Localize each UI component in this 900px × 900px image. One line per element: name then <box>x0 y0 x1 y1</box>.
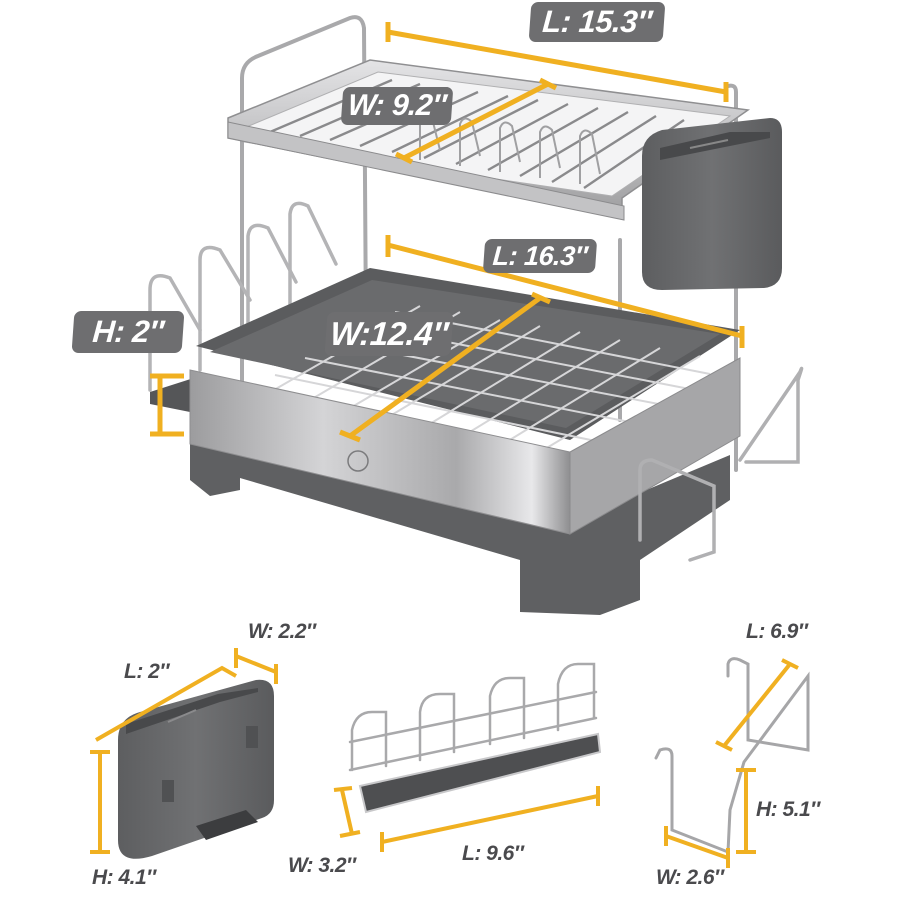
bottom-tier-length-label: L: 16.3″ <box>482 239 598 273</box>
dimension-lines-utensil-holder <box>90 648 278 854</box>
cup-holder-width-label: W: 2.6″ <box>656 866 724 889</box>
dimension-lines-cup-holder <box>664 658 799 868</box>
dimension-lines-main <box>150 22 745 443</box>
cup-holder-wire <box>638 366 804 562</box>
bottom-tier-height-label: H: 2″ <box>71 311 185 353</box>
cup-holder-height-label: H: 5.1″ <box>756 798 820 821</box>
utensil-holder-height-label: H: 4.1″ <box>92 866 156 889</box>
dimension-lines-board-holder <box>333 786 600 852</box>
board-holder-length-label: L: 9.6″ <box>462 842 524 865</box>
plate-holder-wires <box>148 201 338 392</box>
top-tier <box>227 59 751 221</box>
cup-holder-length-label: L: 6.9″ <box>746 620 808 643</box>
top-tier-width-label: W: 9.2″ <box>340 87 454 125</box>
brand-logo-icon <box>347 450 369 472</box>
cutting-board-holder <box>348 662 602 814</box>
cup-holder-hook <box>654 657 810 855</box>
bottom-tier-width-label: W:12.4″ <box>324 312 454 356</box>
utensil-holder-standalone <box>118 679 274 859</box>
board-holder-width-label: W: 3.2″ <box>288 854 356 877</box>
top-tier-length-label: L: 15.3″ <box>528 2 666 42</box>
utensil-holder-mounted <box>642 118 782 290</box>
utensil-holder-length-label: L: 2″ <box>124 660 169 683</box>
utensil-holder-width-label: W: 2.2″ <box>248 620 316 643</box>
